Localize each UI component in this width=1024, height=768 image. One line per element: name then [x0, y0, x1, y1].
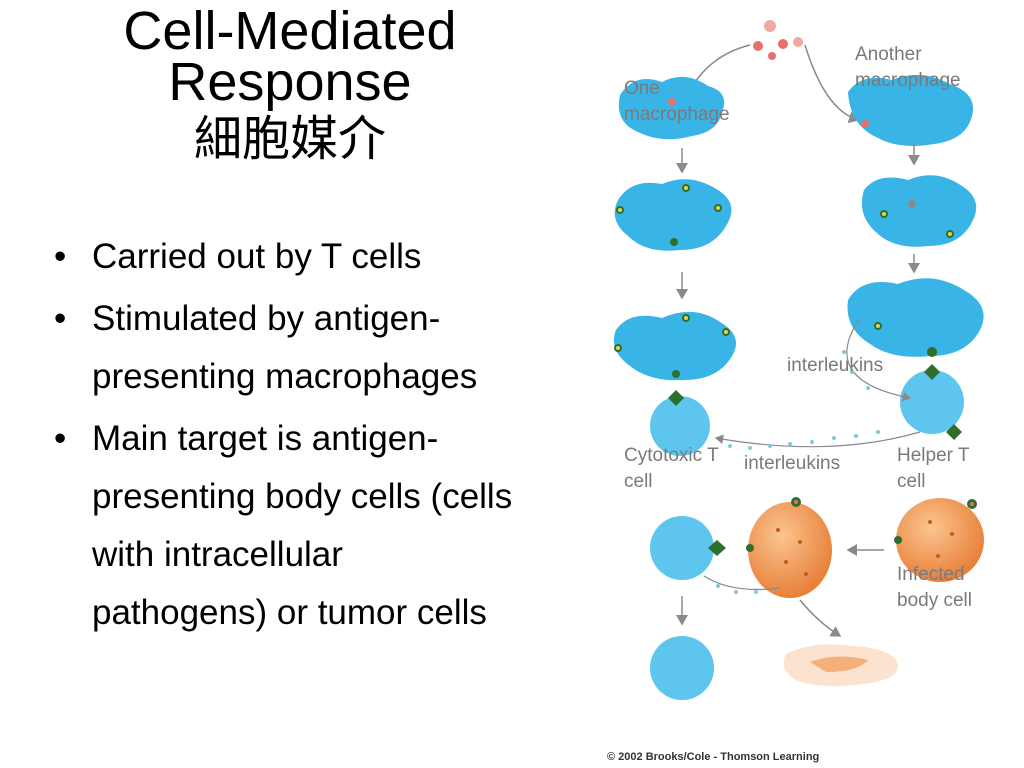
- label-one-macrophage: One macrophage: [624, 78, 730, 125]
- bullet-item: • Carried out by T cells: [54, 228, 514, 286]
- lysed-cell-debris: [783, 644, 899, 687]
- label-cytotoxic-t-cell: Cytotoxic T cell: [624, 445, 719, 492]
- helper-t-cell: [900, 364, 964, 440]
- diagram-canvas: [613, 20, 984, 700]
- cytotoxic-t-cell: [650, 390, 710, 456]
- title-line-3: 細胞媒介: [193, 111, 386, 167]
- title-line-1: Cell-Mediated: [123, 1, 457, 61]
- title-line-2: Response: [168, 52, 412, 112]
- copyright-notice: © 2002 Brooks/Cole - Thomson Learning: [607, 751, 820, 763]
- label-infected-body-cell: Infected body cell: [897, 564, 972, 611]
- macrophage: [861, 175, 977, 247]
- bullet-icon: •: [54, 419, 67, 458]
- bullet-item: • Stimulated by antigen-presenting macro…: [54, 290, 514, 406]
- label-interleukins: interleukins: [744, 453, 841, 474]
- interleukin-arrow: [714, 431, 921, 448]
- bullet-item: • Main target is antigen-presenting body…: [54, 410, 514, 642]
- macrophage: [614, 179, 732, 251]
- cytotoxic-t-cell: [650, 516, 726, 580]
- macrophage: [847, 278, 984, 357]
- flow-arrow: [799, 599, 842, 637]
- slide-title: Cell-Mediated Response 細胞媒介: [40, 1, 540, 170]
- infected-body-cell: [894, 498, 984, 582]
- macrophage: [613, 311, 736, 381]
- bullet-list: • Carried out by T cells • Stimulated by…: [54, 228, 514, 646]
- bullet-text: Carried out by T cells: [92, 237, 422, 276]
- label-another-macrophage: Another macrophage: [855, 44, 961, 91]
- bullet-text: Main target is antigen-presenting body c…: [92, 419, 513, 632]
- interleukin-dots: [716, 350, 880, 594]
- pathogen-cluster: [753, 20, 803, 60]
- label-interleukins: interleukins: [787, 355, 884, 376]
- interleukin-arrow: [846, 317, 912, 402]
- macrophage: [848, 74, 974, 146]
- label-helper-t-cell: Helper T cell: [897, 445, 970, 492]
- t-cell: [650, 636, 714, 700]
- macrophage: [618, 76, 725, 140]
- flow-arrow: [804, 44, 860, 124]
- cell-mediated-response-diagram: One macrophage Another macrophage interl…: [600, 0, 1024, 768]
- interleukin-arrow: [703, 575, 781, 591]
- infected-body-cell: [746, 497, 832, 598]
- bullet-icon: •: [54, 237, 67, 276]
- bullet-text: Stimulated by antigen-presenting macroph…: [92, 299, 478, 396]
- bullet-icon: •: [54, 299, 67, 338]
